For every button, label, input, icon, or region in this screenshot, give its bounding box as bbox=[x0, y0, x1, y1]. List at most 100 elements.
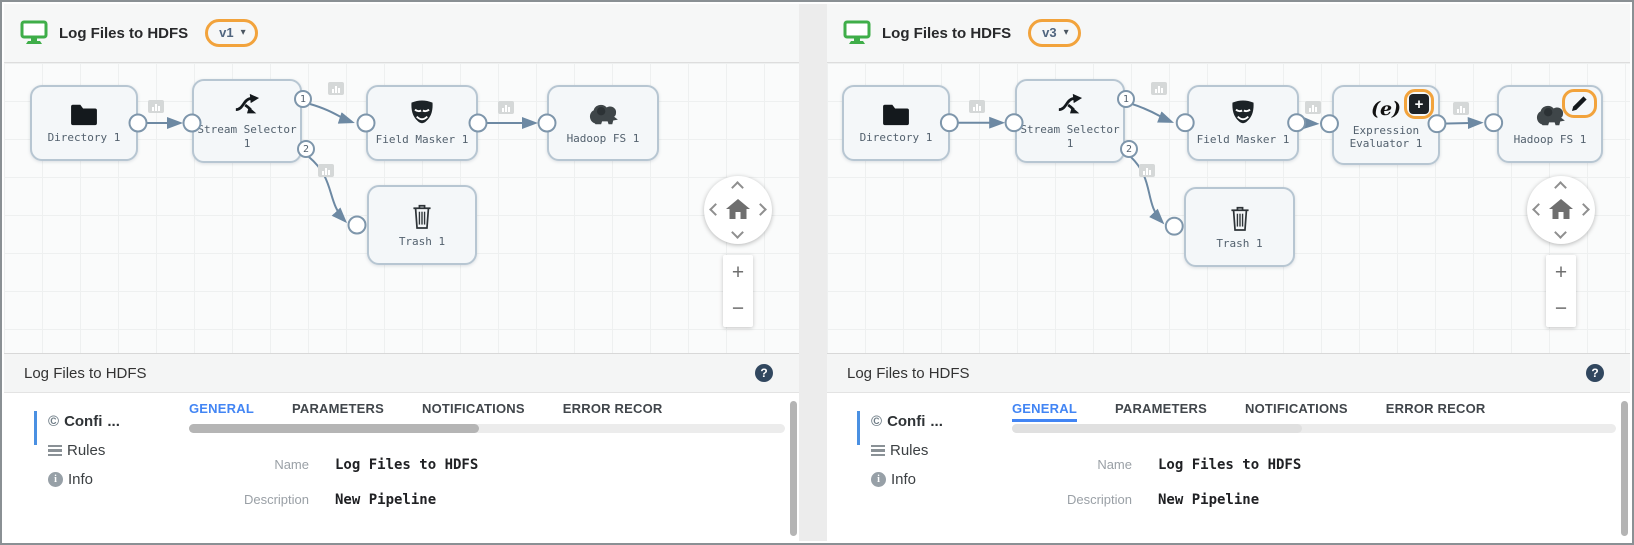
pipeline-header: Log Files to HDFS v1 ▾ bbox=[4, 4, 799, 63]
tab-general[interactable]: GENERAL bbox=[1012, 401, 1077, 422]
stream-selector-icon bbox=[235, 94, 260, 114]
sidebar-item-label: Info bbox=[891, 471, 917, 488]
tab-notifications[interactable]: NOTIFICATIONS bbox=[1245, 401, 1348, 416]
tab-parameters[interactable]: PARAMETERS bbox=[1114, 401, 1208, 416]
folder-icon bbox=[883, 104, 909, 125]
stage-trash[interactable]: Trash 1 bbox=[1184, 187, 1295, 267]
sidebar-item-label: Confi bbox=[64, 413, 103, 430]
pipeline-canvas[interactable]: Directory 1 Stream Selector 1 bbox=[4, 63, 799, 353]
description-label: Description bbox=[1066, 492, 1132, 507]
version-dropdown[interactable]: v3 ▾ bbox=[1028, 19, 1081, 47]
edited-stage-highlight bbox=[1562, 89, 1597, 118]
stage-directory[interactable]: Directory 1 bbox=[30, 85, 138, 161]
circled-c-icon: © bbox=[48, 413, 60, 430]
name-field[interactable]: Log Files to HDFS bbox=[335, 457, 479, 473]
stage-expression-evaluator[interactable]: (e) Expression Evaluator 1 + bbox=[1332, 85, 1440, 165]
name-label: Name bbox=[274, 457, 309, 472]
zoom-in-button[interactable]: + bbox=[1546, 255, 1576, 291]
metrics-badge-icon bbox=[1305, 101, 1321, 114]
info-icon: i bbox=[48, 472, 63, 487]
sidebar-item-rules[interactable]: Rules bbox=[48, 442, 120, 459]
chevron-left-icon[interactable] bbox=[709, 203, 722, 216]
metrics-badge-icon bbox=[498, 101, 514, 114]
help-icon[interactable]: ? bbox=[755, 364, 773, 382]
tabs-scrollbar-thumb[interactable] bbox=[1012, 424, 1302, 433]
tab-general[interactable]: GENERAL bbox=[189, 401, 254, 416]
active-item-accent bbox=[857, 411, 860, 445]
sidebar-item-configuration[interactable]: © Confi... bbox=[871, 413, 943, 430]
stage-directory[interactable]: Directory 1 bbox=[842, 85, 950, 161]
chevron-right-icon[interactable] bbox=[1577, 203, 1590, 216]
tab-error-records[interactable]: ERROR RECOR bbox=[1385, 401, 1486, 416]
zoom-out-button[interactable]: − bbox=[1546, 291, 1576, 327]
chevron-down-icon[interactable] bbox=[731, 226, 744, 239]
pipeline-header: Log Files to HDFS v3 ▾ bbox=[827, 4, 1630, 63]
sidebar-item-label: Info bbox=[68, 471, 94, 488]
sidebar-item-configuration[interactable]: © Confi... bbox=[48, 413, 120, 430]
metrics-badge-icon bbox=[1453, 102, 1469, 115]
config-scrollbar-thumb[interactable] bbox=[790, 401, 797, 536]
sidebar-item-info[interactable]: i Info bbox=[871, 471, 943, 488]
stage-label: Expression Evaluator 1 bbox=[1349, 123, 1423, 150]
output-port-2: 2 bbox=[297, 140, 315, 158]
pipeline-panel-v3: Log Files to HDFS v3 ▾ bbox=[827, 4, 1630, 541]
general-form: Name Log Files to HDFS Description New P… bbox=[1012, 457, 1600, 527]
stage-label: Field Masker 1 bbox=[1196, 132, 1290, 146]
edit-icon[interactable] bbox=[1570, 94, 1589, 113]
tab-error-records[interactable]: ERROR RECOR bbox=[562, 401, 663, 416]
caret-down-icon: ▾ bbox=[1063, 26, 1069, 38]
canvas-nav-wheel[interactable] bbox=[704, 176, 772, 244]
metrics-badge-icon bbox=[148, 100, 164, 113]
trash-icon bbox=[413, 204, 431, 229]
help-icon[interactable]: ? bbox=[1586, 364, 1604, 382]
section-title-bar: Log Files to HDFS ? bbox=[4, 353, 799, 393]
description-field[interactable]: New Pipeline bbox=[335, 492, 437, 508]
stage-label: Stream Selector 1 bbox=[197, 123, 297, 150]
tab-parameters[interactable]: PARAMETERS bbox=[291, 401, 385, 416]
name-field[interactable]: Log Files to HDFS bbox=[1158, 457, 1302, 473]
stage-field-masker[interactable]: Field Masker 1 bbox=[366, 85, 478, 161]
stage-label: Hadoop FS 1 bbox=[566, 131, 640, 145]
name-label: Name bbox=[1097, 457, 1132, 472]
chevron-up-icon[interactable] bbox=[731, 181, 744, 194]
stage-hadoop-fs[interactable]: Hadoop FS 1 bbox=[1497, 85, 1603, 163]
section-title: Log Files to HDFS bbox=[847, 364, 970, 382]
sidebar-item-info[interactable]: i Info bbox=[48, 471, 120, 488]
config-scrollbar-thumb[interactable] bbox=[1621, 401, 1628, 536]
tab-notifications[interactable]: NOTIFICATIONS bbox=[422, 401, 525, 416]
tabs-scrollbar-thumb[interactable] bbox=[189, 424, 479, 433]
home-icon[interactable] bbox=[1548, 197, 1574, 221]
ellipsis: ... bbox=[107, 413, 120, 430]
added-stage-highlight: + bbox=[1404, 89, 1434, 119]
list-icon bbox=[48, 444, 62, 457]
stream-selector-icon bbox=[1058, 94, 1083, 114]
pipeline-canvas[interactable]: Directory 1 Stream Selector 1 bbox=[827, 63, 1630, 353]
stage-field-masker[interactable]: Field Masker 1 bbox=[1187, 85, 1299, 161]
canvas-nav-wheel[interactable] bbox=[1527, 176, 1595, 244]
zoom-in-button[interactable]: + bbox=[723, 255, 753, 291]
description-field[interactable]: New Pipeline bbox=[1158, 492, 1260, 508]
active-item-accent bbox=[34, 411, 37, 445]
version-dropdown[interactable]: v1 ▾ bbox=[205, 19, 258, 47]
sidebar-item-label: Rules bbox=[67, 442, 106, 459]
zoom-controls: + − bbox=[723, 255, 753, 327]
mask-icon bbox=[1232, 100, 1254, 124]
metrics-badge-icon bbox=[1151, 82, 1167, 95]
stage-stream-selector[interactable]: Stream Selector 1 bbox=[1015, 79, 1125, 163]
chevron-right-icon[interactable] bbox=[754, 203, 767, 216]
stage-hadoop-fs[interactable]: Hadoop FS 1 bbox=[547, 85, 659, 161]
stage-label: Stream Selector 1 bbox=[1020, 123, 1120, 150]
chevron-up-icon[interactable] bbox=[1554, 181, 1567, 194]
stage-stream-selector[interactable]: Stream Selector 1 bbox=[192, 79, 302, 163]
list-icon bbox=[871, 444, 885, 457]
home-icon[interactable] bbox=[725, 197, 751, 221]
plus-badge[interactable]: + bbox=[1409, 94, 1429, 114]
chevron-down-icon[interactable] bbox=[1554, 226, 1567, 239]
sidebar-item-rules[interactable]: Rules bbox=[871, 442, 943, 459]
stage-trash[interactable]: Trash 1 bbox=[367, 185, 477, 265]
zoom-out-button[interactable]: − bbox=[723, 291, 753, 327]
ellipsis: ... bbox=[930, 413, 943, 430]
chevron-left-icon[interactable] bbox=[1532, 203, 1545, 216]
expression-icon: (e) bbox=[1370, 97, 1402, 120]
